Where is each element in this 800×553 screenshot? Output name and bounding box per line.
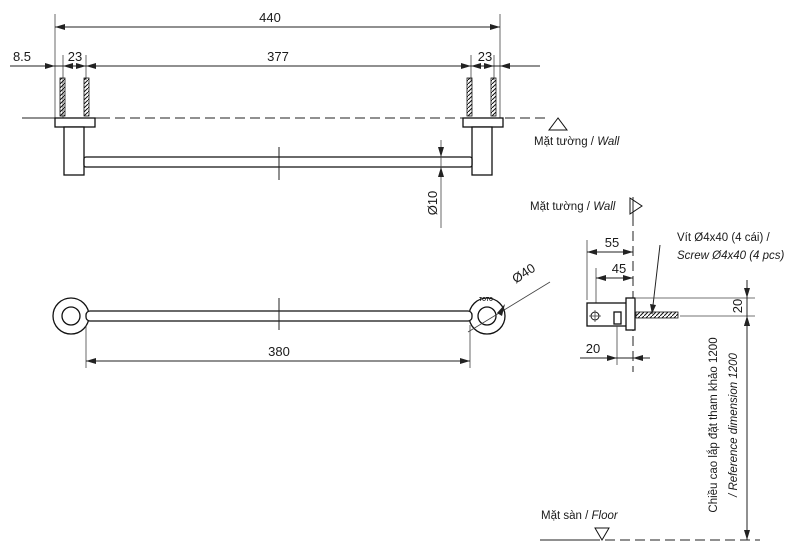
bar-projection-dimension: 45 [595,261,633,305]
bracket-right [462,117,504,176]
towel-bar [83,156,473,168]
flange-height-label: 20 [730,299,745,313]
bracket-right-label: 23 [478,49,492,64]
wall-label-side: Mặt tường / Wall [530,201,616,213]
bracket-depth-label: 55 [605,235,619,250]
floor-reference-triangle-icon [594,527,610,541]
wall-reference-triangle-icon [629,197,643,215]
bar-length-dimension: 380 [85,325,471,368]
wall-reference-triangle-icon [548,117,568,131]
bar-span-label: 377 [267,49,289,64]
mount-height-label-vi: Chiều cao lắp đặt tham khảo 1200 [707,337,720,512]
floor-label: Mặt sàn / Floor [541,510,619,522]
bar-projection-label: 45 [612,261,626,276]
bracket-depth-dimension: 55 [586,235,633,300]
bracket-left [54,117,96,176]
bracket-left-label: 23 [68,49,82,64]
flange-diameter-label: Ø40 [509,260,538,286]
screw-label-vi: Vít Ø4x40 (4 cái) / [677,232,770,244]
bar-length-label: 380 [268,344,290,359]
overall-length-dimension: 440 [54,10,501,118]
bar-diameter-dimension: Ø10 [425,140,444,228]
side-view: Mặt tường / Wall 55 45 [530,197,785,541]
screw-icon [59,77,497,117]
segment-dimensions: 8.5 23 377 23 [10,49,540,118]
screw-offset-dimension: 20 [580,326,650,365]
screw-icon [635,311,679,319]
mount-height-dimension: Chiều cao lắp đặt tham khảo 1200 / Refer… [707,316,750,540]
mount-height-label-en: / Reference dimension 1200 [728,352,740,497]
plan-view: TOTO Ø40 380 [52,260,551,368]
top-view: 440 8.5 23 377 23 [10,10,620,228]
brand-mark: TOTO [479,297,493,303]
screw-offset-label: 20 [586,341,600,356]
wall-offset-label: 8.5 [13,49,31,64]
wall-label-top: Mặt tường / Wall [534,136,620,148]
screw-label-en: Screw Ø4x40 (4 pcs) [677,250,785,262]
bar-diameter-label: Ø10 [425,191,440,216]
overall-length-label: 440 [259,10,281,25]
